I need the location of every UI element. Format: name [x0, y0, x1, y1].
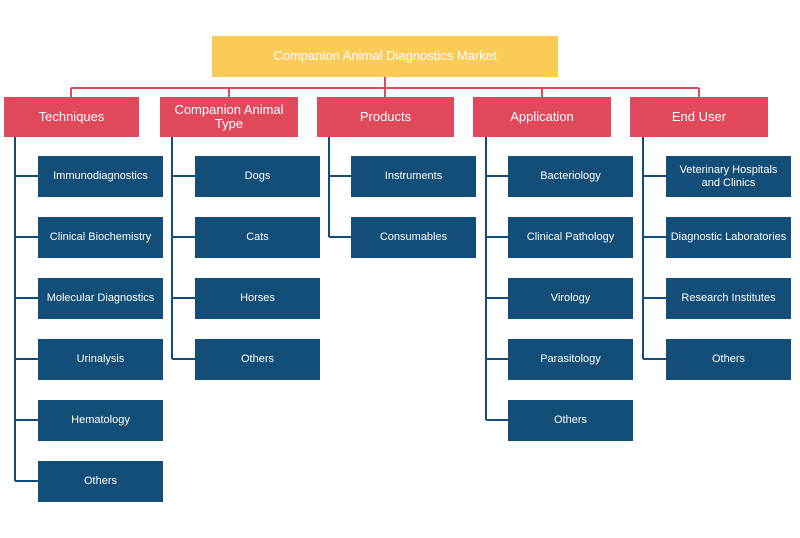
- leaf-clinical-biochemistry: Clinical Biochemistry: [38, 217, 163, 258]
- leaf-end-user-others: Others: [666, 339, 791, 380]
- leaf-parasitology: Parasitology: [508, 339, 633, 380]
- leaf-urinalysis: Urinalysis: [38, 339, 163, 380]
- leaf-bacteriology: Bacteriology: [508, 156, 633, 197]
- category-companion-animal-type: Companion Animal Type: [160, 97, 298, 137]
- root-node: Companion Animal Diagnostics Market: [212, 36, 558, 77]
- leaf-animal-type-others: Others: [195, 339, 320, 380]
- leaf-hematology: Hematology: [38, 400, 163, 441]
- leaf-diagnostic-laboratories: Diagnostic Laboratories: [666, 217, 791, 258]
- category-techniques: Techniques: [4, 97, 139, 137]
- category-products: Products: [317, 97, 454, 137]
- category-end-user: End User: [630, 97, 768, 137]
- leaf-molecular-diagnostics: Molecular Diagnostics: [38, 278, 163, 319]
- leaf-research-institutes: Research Institutes: [666, 278, 791, 319]
- leaf-dogs: Dogs: [195, 156, 320, 197]
- leaf-techniques-others: Others: [38, 461, 163, 502]
- leaf-horses: Horses: [195, 278, 320, 319]
- category-application: Application: [473, 97, 611, 137]
- leaf-immunodiagnostics: Immunodiagnostics: [38, 156, 163, 197]
- leaf-clinical-pathology: Clinical Pathology: [508, 217, 633, 258]
- leaf-consumables: Consumables: [351, 217, 476, 258]
- leaf-cats: Cats: [195, 217, 320, 258]
- leaf-virology: Virology: [508, 278, 633, 319]
- leaf-veterinary-hospitals-and-clinics: Veterinary Hospitals and Clinics: [666, 156, 791, 197]
- leaf-application-others: Others: [508, 400, 633, 441]
- leaf-instruments: Instruments: [351, 156, 476, 197]
